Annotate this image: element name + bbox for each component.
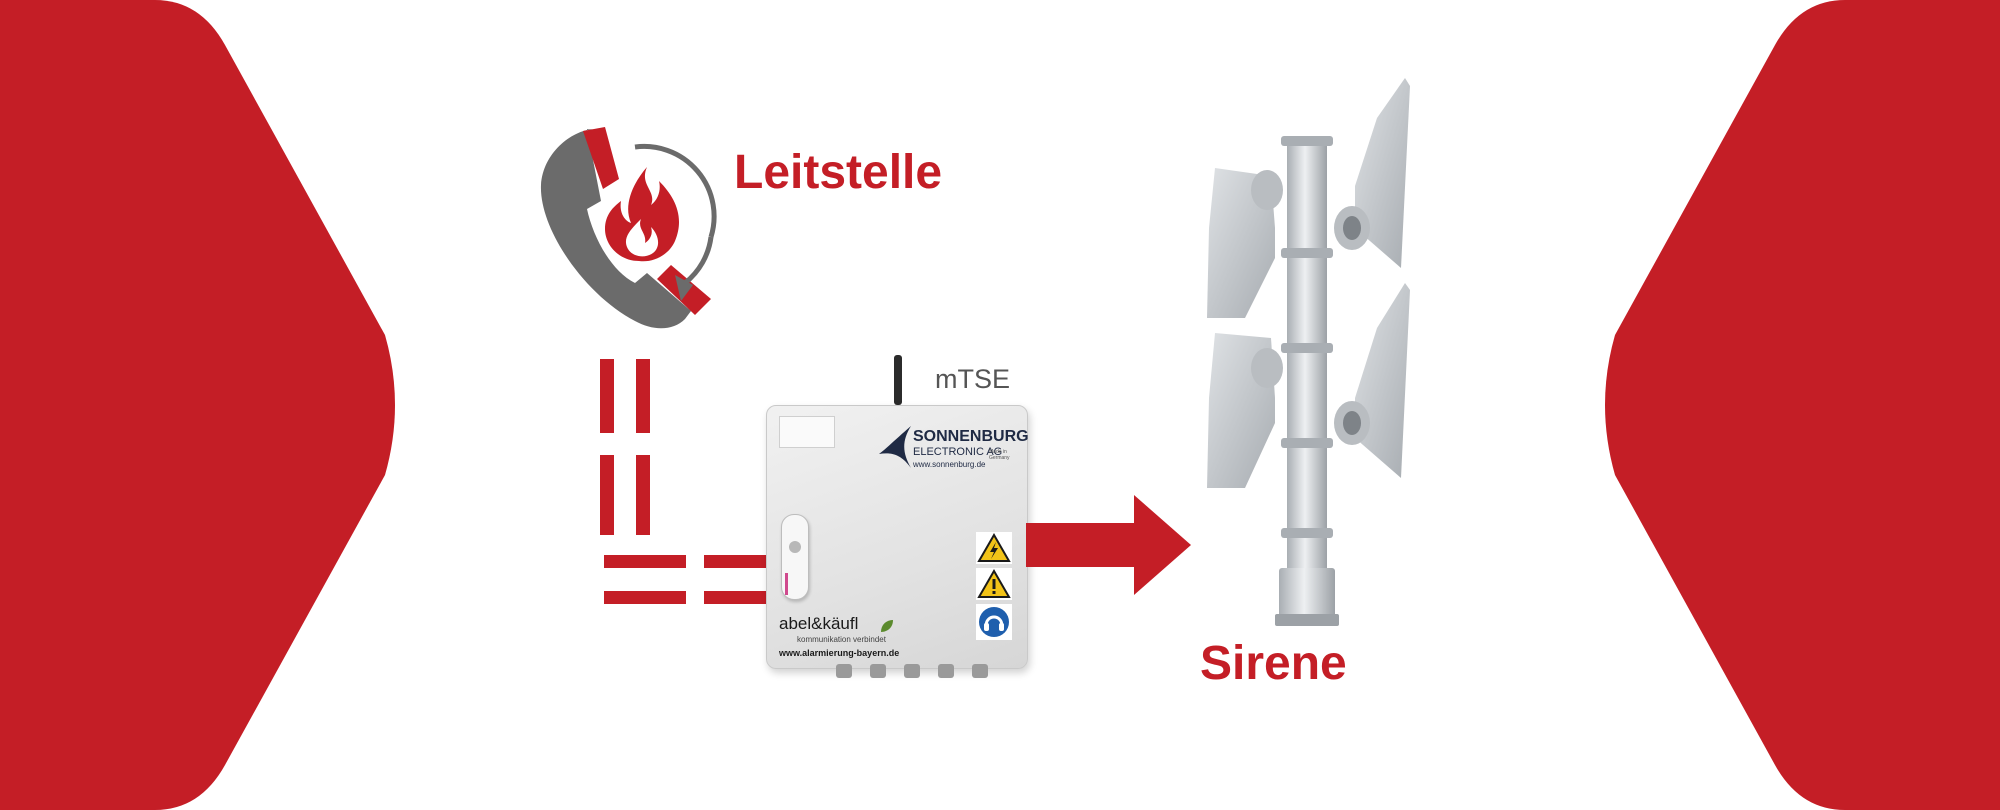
brand-subtitle: ELECTRONIC AG [913,446,1003,458]
high-voltage-warning-icon [976,532,1012,564]
mtse-device: SONNENBURG ELECTRONIC AG www.sonnenburg.… [766,405,1029,669]
made-in-label: Made in Germany [989,449,1010,461]
vendor-url: www.alarmierung-bayern.de [779,648,900,658]
left-red-shape [0,0,395,810]
vendor-name: abel&käufl [779,614,859,633]
vendor-tagline: kommunikation verbindet [797,635,886,644]
mtse-label: mTSE [935,364,1011,394]
cable-glands [836,664,988,678]
leitstelle-icon [540,127,717,329]
hearing-protection-icon [976,604,1012,640]
general-warning-icon [976,568,1012,600]
brand-url: www.sonnenburg.de [913,460,986,469]
connection-lines [600,359,770,604]
refresh-arrow-icon [634,143,717,301]
antenna-icon [894,355,902,405]
leaf-icon [881,620,893,632]
leitstelle-label: Leitstelle [734,146,943,199]
arrow-right-icon [1026,495,1191,595]
lock-icon [781,514,809,600]
right-red-shape [1605,0,2000,810]
sirene-label: Sirene [1200,637,1347,690]
sonnenburg-logo-icon [879,426,911,468]
brand-name: SONNENBURG [913,428,1029,445]
flame-icon [605,167,680,262]
device-sticker [779,416,835,448]
siren-icon [1207,78,1410,626]
